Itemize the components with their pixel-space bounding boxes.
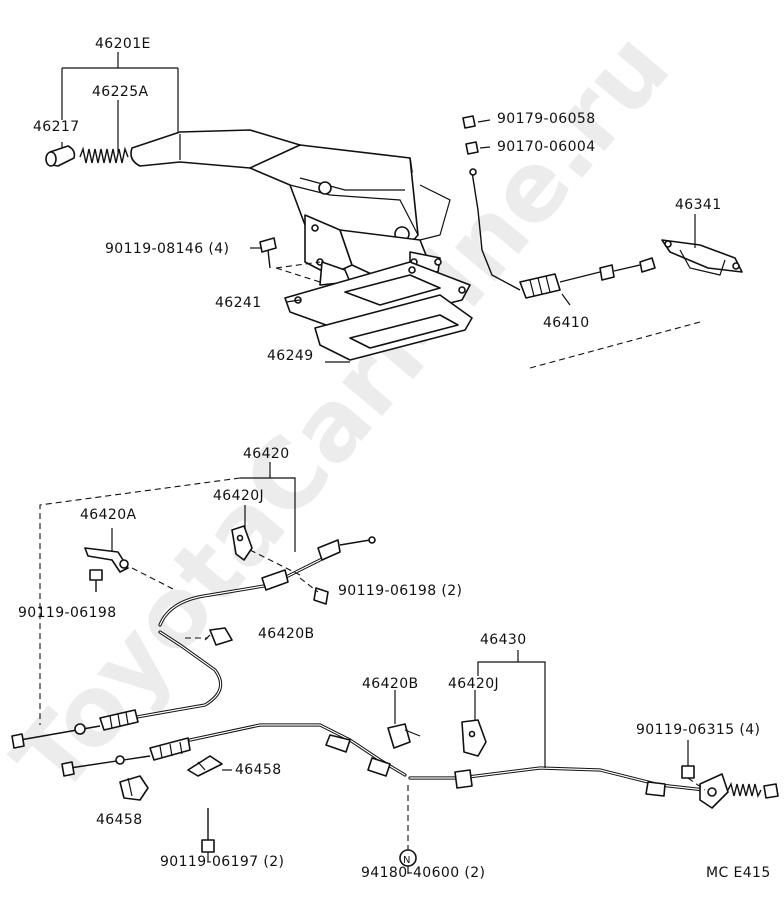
label-90119-06198-right: 90119-06198 (2) — [338, 583, 462, 599]
label-46420B-upper: 46420B — [258, 626, 315, 642]
label-46458-right: 46458 — [235, 762, 282, 778]
label-46341: 46341 — [675, 197, 722, 213]
cable-46410 — [469, 168, 656, 299]
cable-46420-rear — [11, 630, 223, 749]
upper-leaders — [61, 52, 696, 363]
label-90119-06315: 90119-06315 (4) — [636, 722, 760, 738]
label-90119-06197: 90119-06197 (2) — [160, 854, 284, 870]
label-46201E: 46201E — [95, 36, 151, 52]
clip-46458-left — [119, 775, 149, 801]
bolt-90119-06198-left — [89, 569, 103, 592]
label-90179-06058: 90179-06058 — [497, 111, 596, 127]
bolt-90119-06198-right — [299, 577, 329, 605]
label-46420: 46420 — [243, 446, 290, 462]
nut-symbol-label: N — [403, 855, 410, 866]
bolt-90119-06197 — [201, 808, 215, 862]
bolt-90119-08146 — [259, 237, 321, 283]
label-46241: 46241 — [215, 295, 262, 311]
lower-assembly-frame — [39, 477, 241, 725]
nut-94180-40600: N — [399, 785, 417, 874]
label-46430: 46430 — [480, 632, 527, 648]
label-46420J-upper: 46420J — [213, 488, 264, 504]
label-46458-left: 46458 — [96, 812, 143, 828]
plate-46420J-lower — [461, 690, 487, 757]
plate-46420J-upper — [231, 525, 301, 576]
label-90119-06198-left: 90119-06198 — [18, 605, 117, 621]
label-46420A: 46420A — [80, 507, 137, 523]
label-46217: 46217 — [33, 119, 80, 135]
bracket-46341 — [661, 239, 743, 276]
label-90119-08146: 90119-08146 (4) — [105, 241, 229, 257]
label-46225A: 46225A — [92, 84, 149, 100]
label-46420J-lower: 46420J — [448, 676, 499, 692]
lever-cap — [45, 145, 76, 167]
lever-spring — [79, 146, 129, 164]
part-labels: 46201E 46225A 46217 90179-06058 90170-06… — [18, 36, 771, 881]
bracket-46420A — [84, 528, 176, 591]
equalizer-cable-front — [158, 536, 376, 627]
lever-plate — [314, 294, 473, 361]
label-90170-06004: 90170-06004 — [497, 139, 596, 155]
clip-46458-right — [187, 755, 232, 777]
label-46420B-lower: 46420B — [362, 676, 419, 692]
clip-90170-06004 — [465, 141, 479, 155]
cable-46430-left-section — [61, 723, 407, 777]
label-46410: 46410 — [543, 315, 590, 331]
clip-90179-06058 — [462, 115, 476, 129]
label-94180-40600: 94180-40600 (2) — [361, 865, 485, 881]
label-46249: 46249 — [267, 348, 314, 364]
leader-46420 — [240, 462, 296, 552]
clip-46420B-lower — [387, 690, 421, 749]
brake-lever-assembly — [130, 129, 451, 286]
clip-46420B-upper — [185, 627, 233, 646]
cable-46430-right-section — [408, 650, 779, 809]
diagram-code: MC E415 — [706, 865, 771, 881]
bolt-90119-06315 — [681, 740, 706, 791]
lever-boot — [284, 261, 471, 331]
watermark-text: ToyotaCarMine.ru — [0, 12, 691, 815]
